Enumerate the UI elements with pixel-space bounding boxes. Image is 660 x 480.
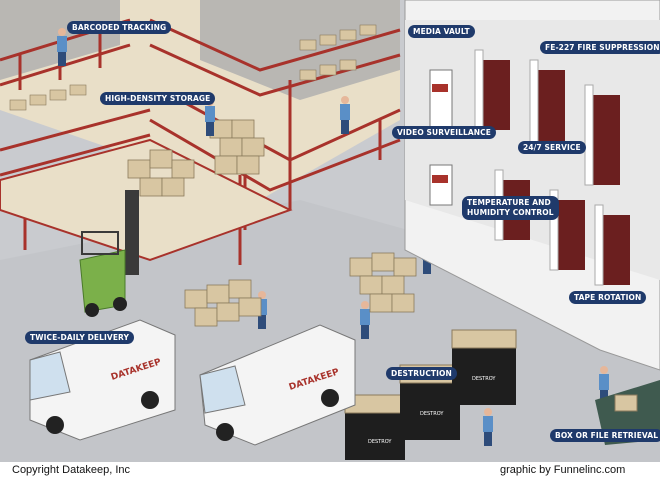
label-temperature-humidity: TEMPERATURE AND HUMIDITY CONTROL [462,196,559,220]
warehouse-illustration: DESTROY DESTROY DESTROY DATAKEEP DATAKEE… [0,0,660,462]
label-media-vault: MEDIA VAULT [408,25,475,38]
bin-label: DESTROY [368,439,392,445]
label-fire-suppression: FE-227 FIRE SUPPRESSION [540,41,660,54]
credit-text: graphic by Funnelinc.com [500,464,626,476]
label-box-file-retrieval: BOX OR FILE RETRIEVAL [550,429,660,442]
bin-label: DESTROY [472,376,496,382]
retrieval-desk [595,380,660,445]
warehouse-scene: DESTROY DESTROY DESTROY DATAKEEP DATAKEE… [0,0,660,462]
label-barcoded-tracking: BARCODED TRACKING [67,21,172,34]
mezzanine-racks [0,0,401,265]
label-destruction: DESTRUCTION [386,367,457,380]
pallets [184,252,417,327]
label-tape-rotation: TAPE ROTATION [569,291,647,304]
label-24-7-service: 24/7 SERVICE [518,141,586,154]
bin-label: DESTROY [420,411,444,417]
label-high-density-storage: HIGH-DENSITY STORAGE [100,92,216,105]
delivery-truck-right: DATAKEEP [199,324,356,446]
footer: Copyright Datakeep, Inc graphic by Funne… [0,462,660,480]
copyright-text: Copyright Datakeep, Inc [12,464,131,476]
forklift [79,190,139,317]
label-video-surveillance: VIDEO SURVEILLANCE [392,126,496,139]
destruction-bins: DESTROY DESTROY DESTROY [344,329,517,460]
delivery-truck-left: DATAKEEP [29,319,176,441]
label-twice-daily-delivery: TWICE-DAILY DELIVERY [25,331,135,344]
